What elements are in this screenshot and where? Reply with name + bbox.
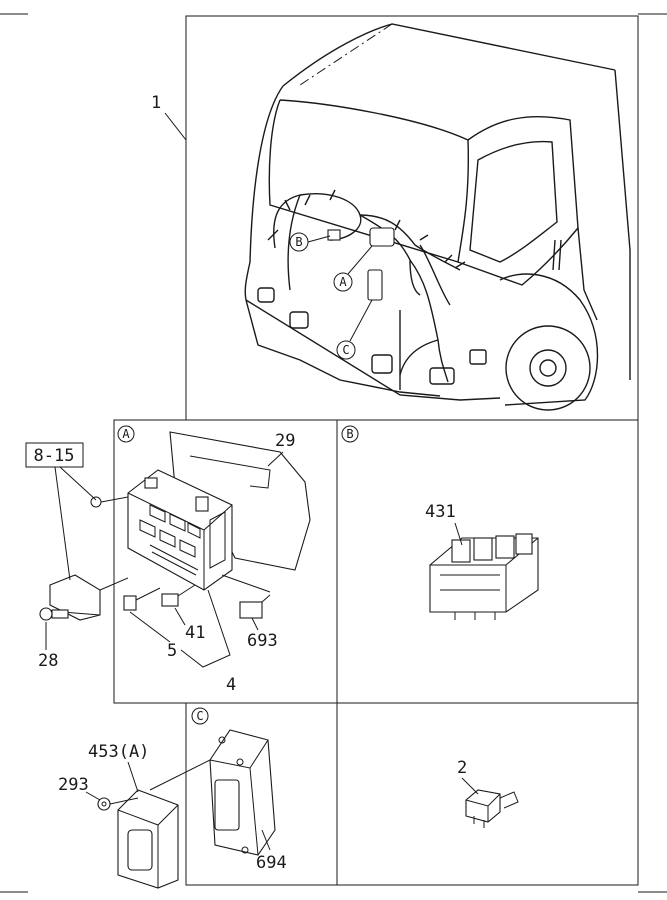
view-a-label: A [117,425,135,443]
svg-text:694: 694 [256,853,287,873]
callout-bolt: 28 [38,622,58,671]
svg-text:1: 1 [151,93,161,113]
svg-text:41: 41 [185,623,205,643]
callout-fuse-small: 41 [174,607,205,643]
svg-text:453(A): 453(A) [88,742,149,762]
control-unit-694 [149,729,276,856]
fuse-part-5 [123,587,161,611]
svg-text:C: C [342,343,349,357]
svg-text:28: 28 [38,651,58,671]
truck-cab-illustration [244,23,631,411]
wiring-harness [267,189,466,383]
svg-text:2: 2 [457,758,467,778]
relay-block-431 [429,533,539,620]
svg-text:A: A [339,275,347,289]
callout-relay-b: 431 [425,502,463,546]
relay-part-693 [221,574,271,619]
callout-cover: 29 [267,431,295,467]
svg-text:4: 4 [226,675,236,695]
svg-text:C: C [196,709,203,723]
nut-part [97,797,139,811]
svg-text:693: 693 [247,631,278,651]
relay-part-2 [465,789,519,828]
module-453a [117,789,179,889]
mounting-bracket [49,574,129,621]
cab-marker-a: A [333,245,373,292]
svg-text:293: 293 [58,775,89,795]
callout-fuse-block-item: 5 [129,611,177,661]
callout-harness: 1 [151,93,187,141]
cab-marker-b: B [289,232,331,252]
svg-text:431: 431 [425,502,456,522]
callout-nut: 293 [58,775,101,801]
page-edge-marks [0,13,667,893]
bolt-part [39,607,69,621]
callout-relay-a: 693 [247,617,278,651]
kit-reference-box: 8-15 [25,442,97,581]
svg-text:B: B [295,235,302,249]
fuse-block [90,469,233,591]
fuse-part-41 [161,584,196,607]
view-b-label: B [341,425,359,443]
callout-module: 453(A) [88,742,149,793]
svg-text:5: 5 [167,641,177,661]
callout-relay-c: 2 [457,758,479,795]
view-c-label: C [191,707,209,725]
svg-text:B: B [346,427,353,441]
panel-frames [113,15,639,886]
callout-control-unit: 694 [256,829,287,873]
svg-text:8-15: 8-15 [34,446,75,466]
cab-marker-c: C [336,299,373,360]
svg-text:29: 29 [275,431,295,451]
svg-text:A: A [122,427,130,441]
callout-fuse-set: 4 [180,589,236,695]
